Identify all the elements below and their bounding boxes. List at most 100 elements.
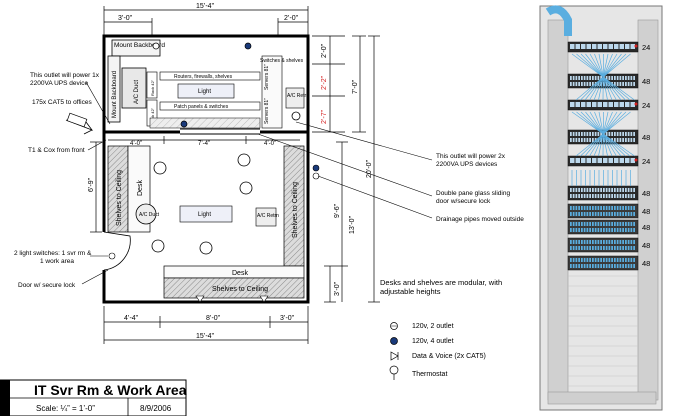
thermostat-icon <box>291 111 301 121</box>
rack-port <box>589 188 591 192</box>
rack-port <box>616 76 619 80</box>
legend: 120v, 2 outlet 120v, 4 outlet Data & Voi… <box>389 322 486 380</box>
rack-port <box>600 228 602 232</box>
desk-bottom-label: Desk <box>232 270 248 277</box>
svg-text:4’-0”: 4’-0” <box>264 141 276 147</box>
rack-port <box>611 240 613 244</box>
rack-port <box>592 138 594 142</box>
rack-port <box>611 258 613 262</box>
rack-port <box>570 132 572 136</box>
rack-port <box>633 188 635 192</box>
rack-port <box>586 76 589 80</box>
rack-port <box>622 228 624 232</box>
rack-port <box>630 188 633 192</box>
rack-port <box>592 194 594 198</box>
rack-port <box>633 264 635 268</box>
rack-port <box>578 188 580 192</box>
rack-port <box>630 194 633 198</box>
rack-port <box>581 76 583 80</box>
rack-port <box>619 188 622 192</box>
rack-port <box>627 246 630 250</box>
outlet-2-icon <box>152 42 160 50</box>
rack-port-count: 48 <box>642 77 650 86</box>
rack-port <box>600 138 602 142</box>
rack-port <box>594 228 597 232</box>
rack-cable <box>575 53 631 101</box>
rack-port <box>594 258 597 262</box>
rack-port-count: 24 <box>642 43 650 52</box>
rack-port <box>611 222 613 226</box>
rack-cable <box>575 111 631 157</box>
rack-port <box>633 132 635 136</box>
rack-port <box>600 82 602 86</box>
rack-port <box>575 188 578 192</box>
rack-port <box>575 132 578 136</box>
rack-port <box>625 44 630 49</box>
rack-port <box>627 222 630 226</box>
rack-port <box>633 228 635 232</box>
rack-port <box>592 76 594 80</box>
rack-port <box>630 246 633 250</box>
rack-port <box>627 82 630 86</box>
rack-port <box>581 206 583 210</box>
rack-port <box>581 138 583 142</box>
callout-ups-2: This outlet will power 2x 2200VA UPS dev… <box>436 153 507 168</box>
rack-port <box>630 82 633 86</box>
rack-port <box>611 212 613 216</box>
rack-port <box>627 206 630 210</box>
outlet-4-icon <box>180 120 188 128</box>
rack-port <box>619 194 622 198</box>
rack-port <box>575 240 578 244</box>
rack-port <box>586 158 591 163</box>
rack-port <box>597 76 600 80</box>
rack-port <box>633 240 635 244</box>
rack-port <box>627 194 630 198</box>
rack-port <box>630 138 633 142</box>
rack-port <box>597 206 600 210</box>
svg-text:9’-6”: 9’-6” <box>334 203 341 218</box>
rack-port <box>589 228 591 232</box>
rack-port <box>603 138 605 142</box>
rack-port <box>586 212 589 216</box>
rack-port <box>600 206 602 210</box>
rack-port <box>586 138 589 142</box>
rack-port <box>625 212 627 216</box>
rack-port <box>597 212 600 216</box>
rack-port <box>600 258 602 262</box>
callout-drainage: Drainage pipes moved outside <box>436 216 524 223</box>
rack-port <box>592 102 597 107</box>
rack-indicator <box>634 102 638 106</box>
rack-port <box>616 132 619 136</box>
rack-port <box>575 206 578 210</box>
rack-port <box>611 188 613 192</box>
rack-port <box>581 44 586 49</box>
rack-port <box>586 44 591 49</box>
svg-text:4’-0”: 4’-0” <box>130 141 142 147</box>
rack-port <box>570 240 572 244</box>
rack-port <box>570 44 575 49</box>
rack-port <box>616 228 619 232</box>
rack-port <box>614 132 616 136</box>
rack-port <box>608 188 611 192</box>
rack-port <box>627 258 630 262</box>
rack-port <box>597 258 600 262</box>
rack-port <box>619 264 622 268</box>
outlet-4-icon <box>244 42 252 50</box>
svg-text:7’-0”: 7’-0” <box>352 79 359 94</box>
rack-port <box>614 44 619 49</box>
rack-port <box>611 194 613 198</box>
svg-text:8’-0”: 8’-0” <box>206 315 221 322</box>
rack-port <box>611 264 613 268</box>
mini-rack-label-1: Rack 42” <box>150 79 155 96</box>
rack-port <box>592 206 594 210</box>
rack-port <box>586 246 589 250</box>
rack-port <box>597 158 602 163</box>
rack-port <box>622 258 624 262</box>
room-walls <box>102 34 310 304</box>
svg-text:3’-0”: 3’-0” <box>334 281 341 296</box>
rack-port <box>619 258 622 262</box>
rack-port <box>627 264 630 268</box>
rack-port-count: 48 <box>642 259 650 268</box>
rack-port <box>581 158 586 163</box>
rack-port <box>625 240 627 244</box>
